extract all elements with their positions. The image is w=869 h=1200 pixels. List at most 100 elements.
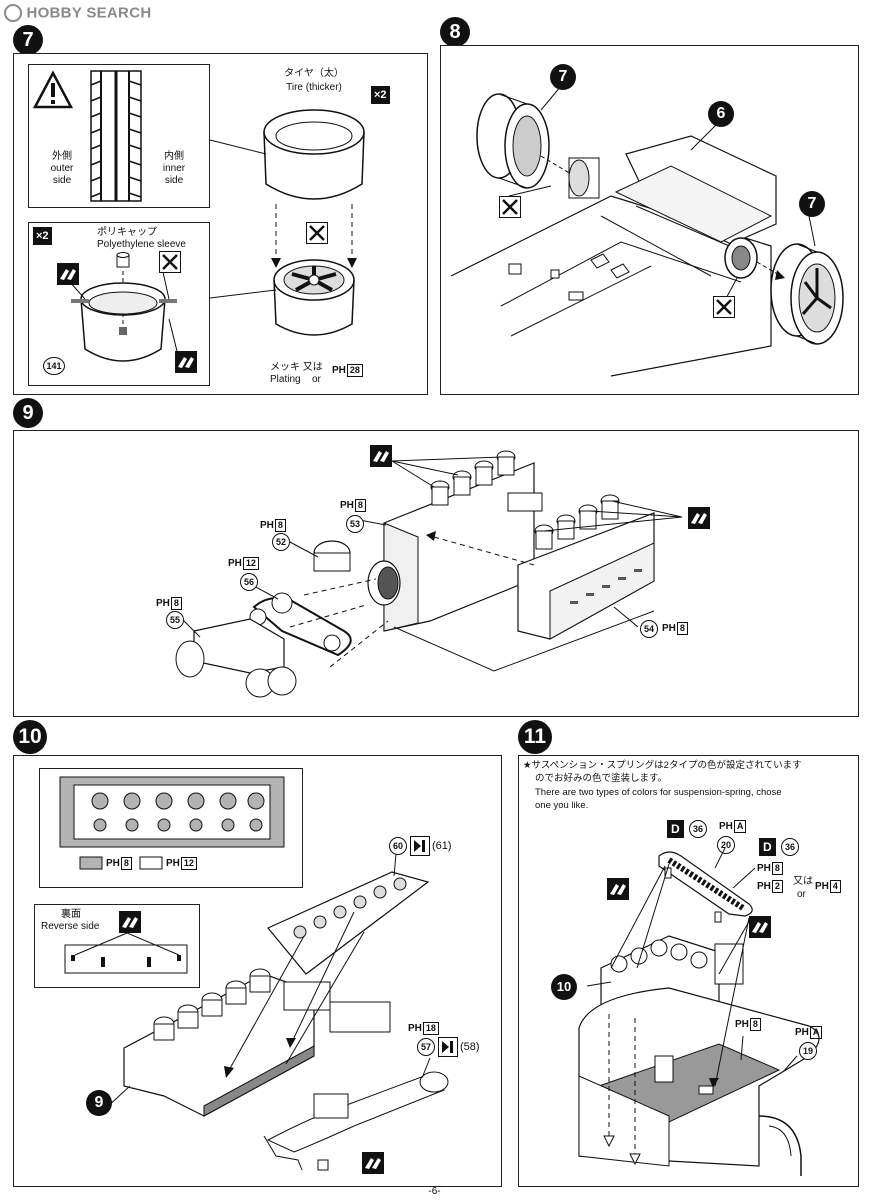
paint-number: A <box>809 1026 823 1039</box>
reverse-head-drawing <box>64 932 188 974</box>
paint-number: 12 <box>242 557 259 570</box>
part-55: 55 <box>166 611 184 629</box>
glue-icon <box>607 878 629 900</box>
glue-icon <box>57 263 79 285</box>
engine-block-drawing <box>175 450 683 698</box>
spring-note-en-1: There are two types of colors for suspen… <box>535 787 782 798</box>
decal-d36-a: 36 <box>689 820 707 838</box>
no-glue-icon <box>159 251 181 273</box>
step-8-frame: 7 6 7 <box>440 45 859 395</box>
chrome-marker-icon <box>410 836 430 856</box>
tire-warning-box: 外側 outer side 内側 inner side <box>28 64 210 208</box>
spring-note-jp-2: のでお好みの色で塗装します。 <box>535 773 668 784</box>
inner-side-en2: side <box>164 175 184 186</box>
paint-number: 8 <box>749 1018 761 1031</box>
paint-number: 4 <box>829 880 841 893</box>
logo-circle-icon <box>4 4 22 22</box>
tire-label-en: Tire (thicker) <box>286 82 342 93</box>
paint-code: PH <box>228 558 242 569</box>
part-57: 57 <box>417 1038 435 1056</box>
no-glue-icon <box>499 196 521 218</box>
polycap-label-en: Polyethylene sleeve <box>97 239 186 250</box>
part-61: (61) <box>432 840 452 852</box>
paint-number: A <box>733 820 747 833</box>
paint-number: 8 <box>120 857 132 870</box>
paint-code: PH <box>757 881 771 892</box>
decal-d-label: D <box>759 838 776 856</box>
glue-icon <box>370 445 392 467</box>
part-60: 60 <box>389 837 407 855</box>
step-11-frame: ★サスペンション・スプリングは2タイプの色が設定されています のでお好みの色で塗… <box>518 755 859 1187</box>
decal-d-label: D <box>667 820 684 838</box>
reverse-side-box: 裏面 Reverse side <box>34 904 200 988</box>
part-52: 52 <box>272 533 290 551</box>
paint-number: 2 <box>771 880 783 893</box>
part-141: 141 <box>43 357 65 375</box>
part-56: 56 <box>240 573 258 591</box>
tire-label-jp: タイヤ（太） <box>284 68 344 79</box>
inner-side-en1: inner <box>162 163 186 174</box>
plating-label-en: Plating <box>270 374 301 385</box>
reverse-side-jp: 裏面 <box>61 909 81 920</box>
tire-wheel-drawing <box>209 109 365 336</box>
engine-assembly-drawing <box>105 853 449 1171</box>
chrome-marker-icon <box>438 1037 458 1057</box>
polycap-qty: ×2 <box>33 227 52 245</box>
step-9-number: 9 <box>13 398 43 428</box>
glue-icon <box>119 911 141 933</box>
engine-bay-drawing <box>578 847 820 1176</box>
page-number: -6- <box>428 1186 441 1197</box>
outer-side-jp: 外側 <box>52 151 72 162</box>
warning-triangle-icon <box>32 70 142 202</box>
plating-or: or <box>312 374 321 385</box>
paint-code: PH <box>166 858 180 869</box>
or-jp: 又は <box>793 876 813 887</box>
callout-part-7-right: 7 <box>799 191 825 217</box>
plating-label-jp: メッキ 又は <box>270 362 323 373</box>
step-10-number: 10 <box>13 720 47 754</box>
part-58: (58) <box>460 1041 480 1053</box>
glue-icon <box>749 916 771 938</box>
step-8-number: 8 <box>440 17 470 47</box>
part-19: 19 <box>799 1042 817 1060</box>
step-11-number: 11 <box>518 720 552 754</box>
or-en: or <box>797 889 806 900</box>
paint-number: 8 <box>676 622 688 635</box>
paint-code: PH <box>106 858 120 869</box>
paint-code: PH <box>340 500 354 511</box>
outer-side-en1: outer <box>50 163 74 174</box>
spring-note-en-2: one you like. <box>535 800 589 811</box>
tire-qty: ×2 <box>371 86 390 104</box>
inner-side-jp: 内側 <box>164 151 184 162</box>
head-top-drawing <box>59 776 285 870</box>
paint-code: PH <box>757 863 771 874</box>
part-53: 53 <box>346 515 364 533</box>
ref-step-10: 10 <box>551 974 577 1000</box>
paint-code: PH <box>719 821 733 832</box>
glue-icon <box>688 507 710 529</box>
part-54: 54 <box>640 620 658 638</box>
paint-code: PH <box>795 1027 809 1038</box>
reverse-side-en: Reverse side <box>41 921 100 932</box>
step-7-number: 7 <box>13 25 43 55</box>
glue-icon <box>362 1152 384 1174</box>
polycap-drawing <box>68 252 178 362</box>
paint-number: 8 <box>354 499 366 512</box>
paint-number: 8 <box>771 862 783 875</box>
paint-code: PH <box>156 598 170 609</box>
paint-code: PH <box>260 520 274 531</box>
callout-part-6: 6 <box>708 101 734 127</box>
paint-number: 18 <box>422 1022 439 1035</box>
